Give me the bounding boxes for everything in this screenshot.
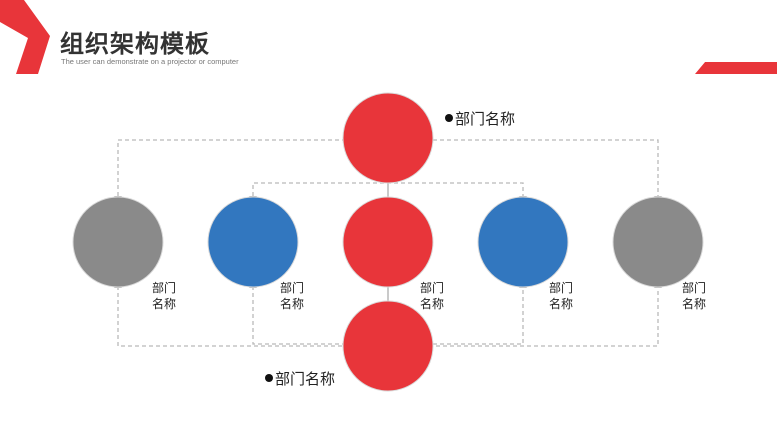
node-inner-left-label: 部门名称 <box>280 281 305 311</box>
page-subtitle: The user can demonstrate on a projector … <box>61 57 239 66</box>
node-far-right-label: 部门名称 <box>682 281 707 311</box>
node-bottom-label: 部门名称 <box>265 368 335 389</box>
node-far-right-circle <box>612 196 704 288</box>
node-center-label: 部门名称 <box>420 281 445 311</box>
node-far-left-label: 部门名称 <box>152 281 177 311</box>
page-title: 组织架构模板 <box>60 30 210 58</box>
node-inner-right-label: 部门名称 <box>549 281 574 311</box>
node-bottom-circle <box>342 300 434 392</box>
corner-chevron-decoration <box>0 0 50 74</box>
node-inner-left-circle <box>207 196 299 288</box>
bullet-dot <box>265 373 273 382</box>
node-top-label: 部门名称 <box>445 108 515 129</box>
bullet-dot <box>445 113 453 122</box>
node-center-circle <box>342 196 434 288</box>
node-far-left-circle <box>72 196 164 288</box>
node-top-circle <box>342 92 434 184</box>
node-inner-right-circle <box>477 196 569 288</box>
